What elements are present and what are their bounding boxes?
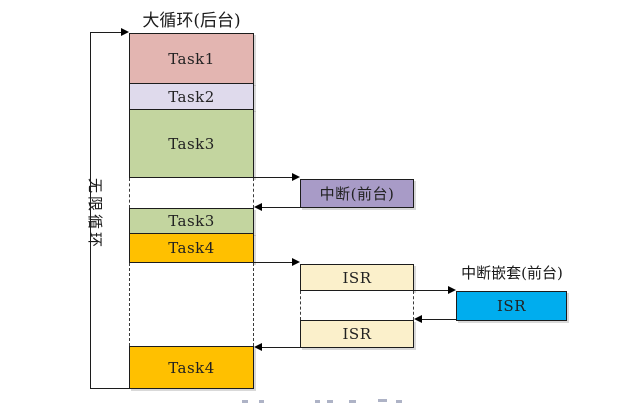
caption-fragment [396,400,402,403]
task3-box: Task3 [129,109,254,178]
nested-isr-box: ISR [456,291,567,321]
interrupt-call-arrowhead-icon [292,173,300,181]
caption-fragment [315,400,320,403]
task3-resume-box: Task3 [129,208,254,234]
caption-fragment [259,400,264,403]
isr-call-line [254,262,293,263]
isr-top-label: ISR [342,268,372,287]
task4-resume-box: Task4 [129,346,254,389]
task2-box: Task2 [129,83,254,110]
interrupt-call-line [254,177,293,178]
isr-return-arrowhead-icon [254,343,262,351]
caption-fragment [378,399,387,402]
isr-top-box: ISR [300,264,414,291]
task3-resume-label: Task3 [168,212,215,230]
loop-top-line [90,32,122,33]
task4-resume-label: Task4 [168,358,215,377]
nested-return-line [422,319,456,320]
isr-bottom-label: ISR [342,325,372,343]
interrupt-return-arrowhead-icon [254,203,262,211]
nested-interrupt-heading: 中断嵌套(前台) [461,264,563,282]
isr-suspend-gap [129,263,254,346]
infinite-loop-label: 无限循环 [86,177,104,250]
task1-label: Task1 [168,49,215,68]
caption-fragment [327,400,333,403]
isr-bottom-box: ISR [300,320,414,348]
isr-return-line [262,347,300,348]
nested-call-arrowhead-icon [448,286,456,294]
nested-call-line [413,290,449,291]
interrupt-label: 中断(前台) [319,185,395,203]
task4-label: Task4 [168,239,215,257]
task3-label: Task3 [168,134,215,153]
task4-box: Task4 [129,233,254,263]
caption-fragment [349,400,356,403]
nested-return-arrowhead-icon [414,315,422,323]
big-loop-title: 大循环(后台) [142,11,241,31]
isr-call-arrowhead-icon [292,258,300,266]
nested-suspend-gap [300,291,414,320]
nested-isr-label: ISR [497,297,526,315]
loop-left-line [90,32,91,389]
loop-bottom-line [90,388,130,389]
interrupt-box: 中断(前台) [300,179,414,208]
task2-label: Task2 [168,87,215,106]
caption-fragment [242,400,248,403]
task1-box: Task1 [129,33,254,84]
interrupt-suspend-gap [129,178,254,208]
interrupt-return-line [262,207,300,208]
loop-entry-arrowhead-icon [121,28,129,36]
